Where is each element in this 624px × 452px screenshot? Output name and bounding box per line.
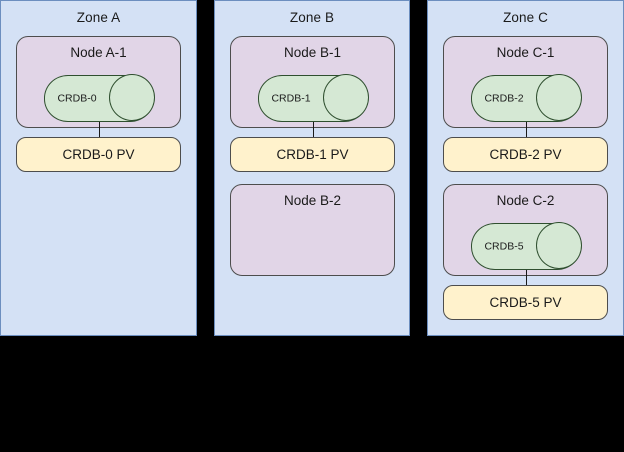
node-title: Node C-1 (496, 45, 555, 60)
persistent-volume-box: CRDB-1 PV (230, 137, 395, 172)
database-label: CRDB-0 (57, 92, 97, 104)
connector-line (526, 270, 527, 286)
zone-title: Zone B (289, 10, 335, 25)
persistent-volume-label: CRDB-2 PV (489, 146, 562, 162)
database-label: CRDB-2 (484, 92, 524, 104)
persistent-volume-box: CRDB-2 PV (443, 137, 608, 172)
node-title: Node A-1 (70, 45, 127, 60)
node-box: Node B-2 (230, 184, 395, 276)
persistent-volume-box: CRDB-5 PV (443, 285, 608, 320)
connector-line (313, 122, 314, 138)
database-cylinder: CRDB-1 (258, 74, 369, 122)
connector-line (99, 122, 100, 138)
node-title: Node C-2 (496, 193, 555, 208)
database-cylinder: CRDB-0 (44, 74, 155, 122)
database-label: CRDB-1 (271, 92, 311, 104)
database-cylinder: CRDB-2 (471, 74, 582, 122)
persistent-volume-label: CRDB-1 PV (276, 146, 349, 162)
persistent-volume-label: CRDB-0 PV (62, 146, 135, 162)
zone-title: Zone C (503, 10, 548, 25)
database-cylinder: CRDB-5 (471, 222, 582, 270)
node-title: Node B-2 (283, 193, 342, 208)
cylinder-end-cap (536, 222, 582, 269)
persistent-volume-label: CRDB-5 PV (489, 294, 562, 310)
cylinder-end-cap (109, 74, 155, 121)
persistent-volume-box: CRDB-0 PV (16, 137, 181, 172)
cylinder-end-cap (323, 74, 369, 121)
cylinder-end-cap (536, 74, 582, 121)
database-label: CRDB-5 (484, 240, 524, 252)
zone-title: Zone A (76, 10, 121, 25)
node-title: Node B-1 (283, 45, 342, 60)
connector-line (526, 122, 527, 138)
